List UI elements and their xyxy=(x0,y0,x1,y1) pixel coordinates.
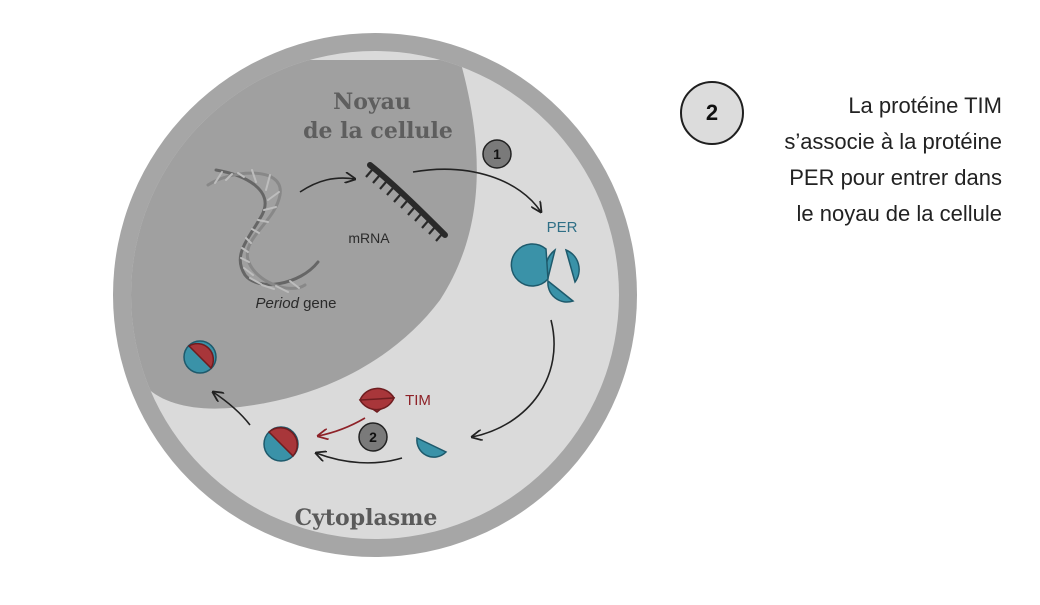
per-protein-single xyxy=(416,436,448,458)
arrow-per-cytoplasm xyxy=(472,319,555,437)
dna-helix-icon xyxy=(206,168,320,293)
step-marker-2-label: 2 xyxy=(369,429,377,445)
per-protein xyxy=(547,279,575,303)
arrow-translation xyxy=(412,168,541,212)
per-label: PER xyxy=(547,219,578,236)
caption-line: s’associe à la protéine xyxy=(784,129,1002,154)
caption-line: PER pour entrer dans xyxy=(789,165,1002,190)
tim-label: TIM xyxy=(405,392,431,409)
caption-line: le noyau de la cellule xyxy=(796,201,1002,226)
per-protein xyxy=(564,248,580,284)
mrna-strand-icon xyxy=(365,162,448,242)
tim-protein-body xyxy=(358,397,396,411)
caption-line: La protéine TIM xyxy=(848,93,1002,118)
arrow-nuclear-import xyxy=(213,392,251,426)
mrna-label: mRNA xyxy=(348,230,390,246)
step-number-badge: 2 xyxy=(680,81,744,145)
arrow-transcription xyxy=(299,178,355,193)
nucleus xyxy=(131,60,477,409)
gene-name-suffix: gene xyxy=(299,295,337,312)
cytoplasm-label: Cytoplasme xyxy=(295,505,438,531)
nucleus-label-line1: Noyau xyxy=(333,89,411,115)
per-tim-complex xyxy=(263,426,299,462)
nucleus-label-line2: de la cellule xyxy=(303,118,453,144)
per-protein xyxy=(510,243,549,287)
per-tim-complex-nucleus xyxy=(183,340,217,374)
step-marker-1-label: 1 xyxy=(493,146,501,162)
arrow-tim-binding xyxy=(318,417,366,436)
step-marker-1 xyxy=(482,139,512,169)
gene-name-italic: Period xyxy=(256,295,300,312)
step-caption: La protéine TIM s’associe à la protéine … xyxy=(760,88,1002,232)
arrow-per-binding xyxy=(316,453,403,464)
gene-label: Period gene xyxy=(256,295,337,312)
step-marker-2 xyxy=(358,422,388,452)
